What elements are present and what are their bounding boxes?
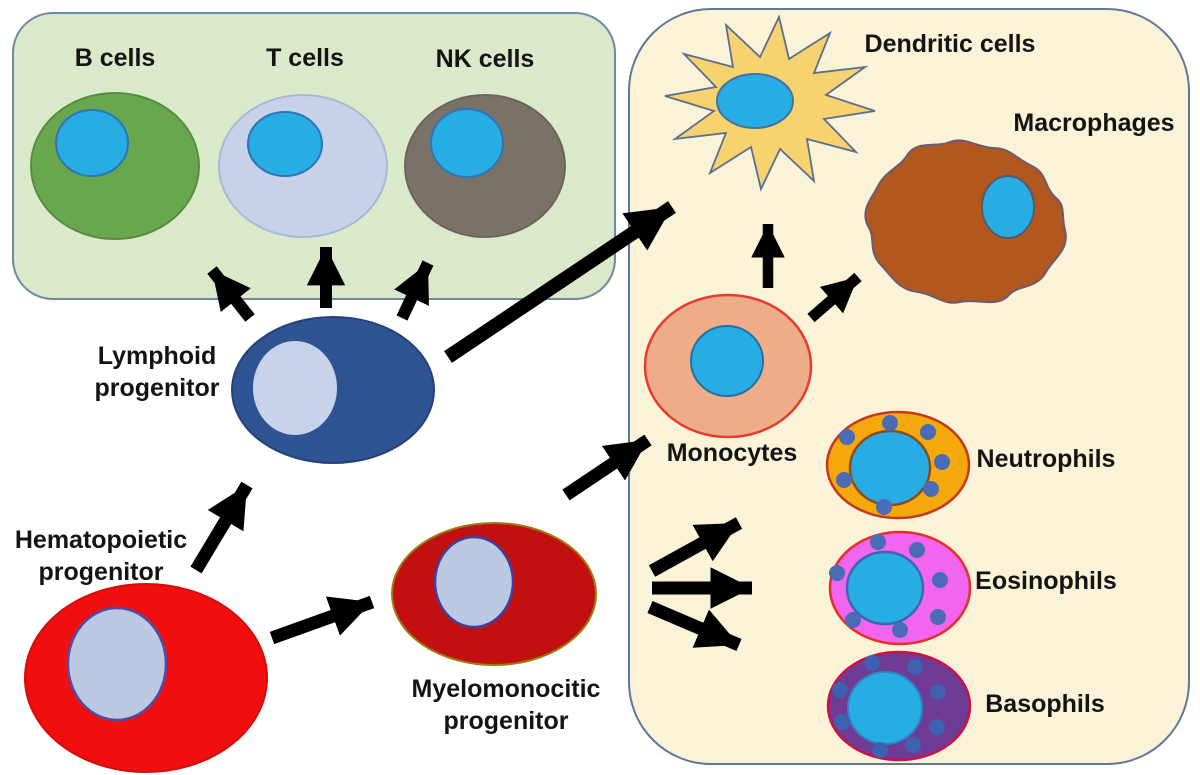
macrophages-label: Macrophages bbox=[1013, 109, 1175, 137]
t-cell-shape bbox=[218, 94, 388, 238]
eosinophils-label: Eosinophils bbox=[975, 567, 1117, 595]
myelomonocitic-progenitor-label: Myelomonocitic progenitor bbox=[411, 675, 601, 735]
basophil-shape bbox=[826, 650, 972, 762]
neutrophils-label: Neutrophils bbox=[976, 445, 1116, 473]
b-cell-nucleus bbox=[55, 109, 129, 177]
nk-cells-label: NK cells bbox=[435, 45, 535, 73]
nk-cell-nucleus bbox=[430, 108, 504, 178]
basophils-label: Basophils bbox=[985, 690, 1105, 718]
basophil-granules bbox=[832, 655, 946, 758]
neutrophil-shape bbox=[825, 410, 971, 520]
lymphoid-progenitor-label: Lymphoid progenitor bbox=[94, 342, 220, 402]
arrow-lymphoid-to-nk-cells bbox=[394, 260, 434, 321]
myelomonocitic-progenitor-nucleus bbox=[433, 535, 515, 629]
dendritic-cells-label: Dendritic cells bbox=[864, 30, 1036, 58]
b-cells-label: B cells bbox=[74, 44, 156, 72]
t-cell-nucleus bbox=[247, 111, 323, 177]
monocyte-nucleus bbox=[690, 325, 764, 397]
b-cell-shape bbox=[30, 92, 200, 240]
myelomonocitic-progenitor-shape bbox=[391, 522, 597, 666]
arrow-lymphoid-to-dendritic bbox=[444, 201, 676, 363]
monocyte-shape bbox=[643, 293, 813, 439]
nk-cell-shape bbox=[404, 94, 566, 238]
basophil-nucleus bbox=[847, 671, 923, 745]
macrophage-nucleus bbox=[981, 175, 1035, 239]
arrow-hematopoietic-to-myelomonocitic bbox=[269, 595, 375, 645]
dendritic-cell-nucleus bbox=[716, 73, 794, 129]
monocytes-label: Monocytes bbox=[666, 439, 798, 467]
hematopoietic-progenitor-nucleus bbox=[66, 606, 168, 722]
arrow-myelomonocitic-to-neutrophils bbox=[648, 517, 743, 577]
arrow-hematopoietic-to-lymphoid bbox=[190, 481, 253, 574]
neutrophil-granules bbox=[836, 415, 950, 515]
lymphoid-progenitor-nucleus bbox=[253, 341, 337, 435]
lymphoid-progenitor-shape bbox=[231, 316, 435, 464]
macrophage-shape bbox=[864, 139, 1067, 304]
arrow-myelomonocitic-to-monocytes bbox=[562, 434, 652, 501]
eosinophil-nucleus bbox=[845, 550, 925, 626]
eosinophil-granules bbox=[829, 534, 948, 638]
hematopoietic-progenitor-shape bbox=[24, 583, 268, 773]
dendritic-cell-shape bbox=[664, 14, 876, 192]
arrow-monocytes-to-macrophages bbox=[807, 272, 862, 323]
t-cells-label: T cells bbox=[266, 44, 344, 72]
arrow-lymphoid-to-b-cells bbox=[207, 266, 255, 322]
neutrophil-nucleus bbox=[848, 429, 932, 507]
eosinophil-shape bbox=[828, 530, 972, 646]
arrow-myelomonocitic-to-basophils bbox=[647, 601, 742, 651]
hematopoietic-progenitor-label: Hematopoietic progenitor bbox=[14, 526, 188, 586]
